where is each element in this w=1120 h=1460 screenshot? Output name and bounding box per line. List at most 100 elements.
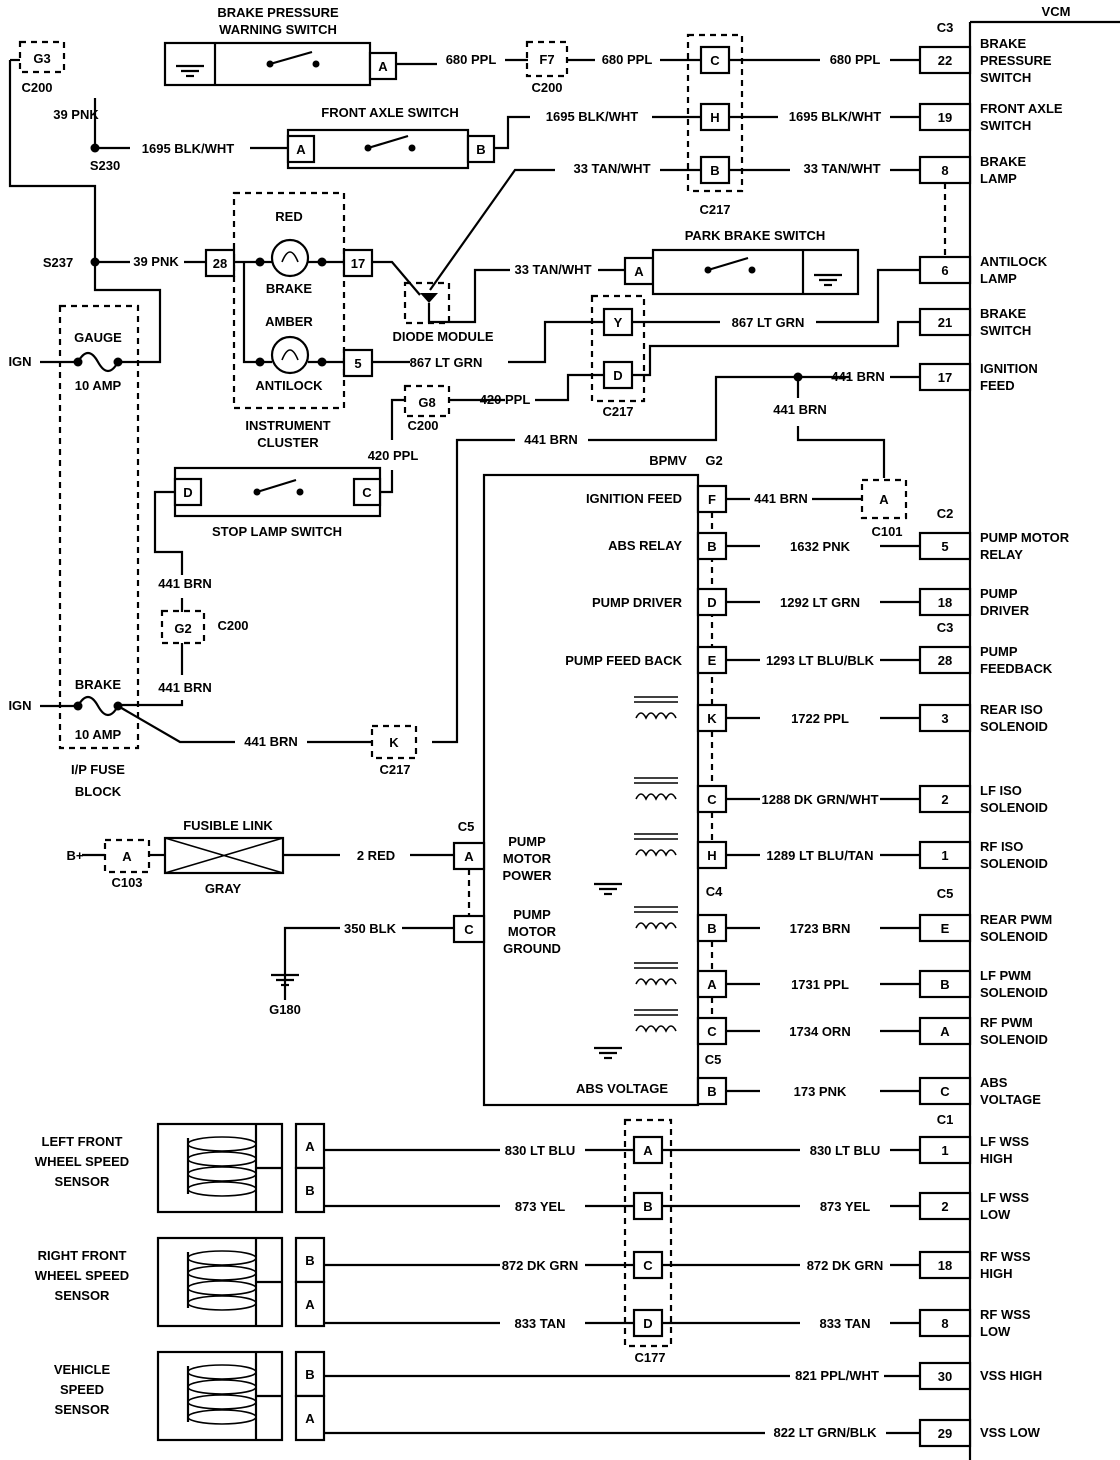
pin-label: B: [707, 539, 716, 554]
vcm-pin-label: 17: [938, 370, 952, 385]
battery-label: B+: [67, 848, 84, 863]
wire: [632, 320, 920, 377]
wire-label: 830 LT BLU: [810, 1143, 881, 1158]
connector-label: C101: [871, 524, 902, 539]
pin-box: [466, 134, 496, 164]
splice-dot: [255, 357, 265, 367]
pin-label: H: [710, 110, 719, 125]
stop-lamp-switch-body: [173, 466, 382, 518]
pin-box: [632, 1250, 664, 1280]
vcm-function: PUMP MOTOR: [980, 530, 1070, 545]
pin-box: [696, 484, 728, 514]
vcm-function: REAR PWM: [980, 912, 1052, 927]
pin-label: 17: [351, 256, 365, 271]
fusible-link-title: FUSIBLE LINK: [183, 818, 273, 833]
fuse-block-title: I/P FUSE: [71, 762, 125, 777]
vcm-function: FRONT AXLE: [980, 101, 1063, 116]
wire-label: 441 BRN: [831, 369, 884, 384]
pin-label: A: [634, 264, 644, 279]
wire-label: 833 TAN: [514, 1316, 565, 1331]
vcm-pin-box: [918, 703, 972, 733]
pin-label: A: [707, 977, 717, 992]
splice-dot: [90, 257, 100, 267]
pump-motor-ground-label: MOTOR: [508, 924, 557, 939]
vcm-pin-box: [918, 45, 972, 75]
vcm-function: LAMP: [980, 171, 1017, 186]
vcm-function: SOLENOID: [980, 719, 1048, 734]
wire: [432, 438, 515, 744]
splice-dot: [317, 357, 327, 367]
wire: [380, 470, 394, 494]
splice-dot: [90, 143, 100, 153]
wire-label: 1695 BLK/WHT: [789, 109, 882, 124]
wire: [508, 320, 604, 364]
wire: [494, 115, 530, 150]
pin-box: [696, 587, 728, 617]
pin-label: B: [305, 1253, 314, 1268]
instrument-cluster-title: CLUSTER: [257, 435, 319, 450]
wire-label: 1632 PNK: [790, 539, 851, 554]
splice-label: S237: [43, 255, 73, 270]
pin-box: [696, 703, 728, 733]
wire: [118, 700, 184, 707]
vcm-function: LF PWM: [980, 968, 1031, 983]
wire-label: 867 LT GRN: [410, 355, 483, 370]
wire-label: 873 YEL: [820, 1199, 870, 1214]
wire-label: 872 DK GRN: [807, 1258, 884, 1273]
connector-label: C3: [937, 620, 954, 635]
vcm-pin-box: [918, 587, 972, 617]
wire-label: 173 PNK: [794, 1084, 847, 1099]
sensor-title: RIGHT FRONT: [38, 1248, 127, 1263]
wire: [429, 168, 555, 291]
solenoid-coil-icon: [635, 712, 677, 720]
vcm-function: SOLENOID: [980, 800, 1048, 815]
connector-label: C200: [531, 80, 562, 95]
connector-outline: [160, 609, 206, 645]
vcm-function: FEED: [980, 378, 1015, 393]
pin-label: F7: [539, 52, 554, 67]
pin-box: [294, 1280, 326, 1328]
splice-dot: [255, 257, 265, 267]
vcm-function: SWITCH: [980, 323, 1031, 338]
pin-box: [294, 1350, 326, 1398]
sensor-title: SENSOR: [55, 1402, 111, 1417]
wire-label: 420 PPL: [480, 392, 531, 407]
wire: [427, 268, 510, 324]
pin-label: A: [122, 849, 132, 864]
vcm-pin-label: 8: [941, 163, 948, 178]
vcm-function: LF WSS: [980, 1190, 1029, 1205]
red-lamp-label: RED: [275, 209, 302, 224]
wire-label: 872 DK GRN: [502, 1258, 579, 1273]
vcm-function: PUMP: [980, 644, 1018, 659]
antilock-lamp-icon: [270, 335, 310, 375]
pin-label: K: [707, 711, 717, 726]
pin-label: G8: [418, 395, 435, 410]
wire-label: 680 PPL: [446, 52, 497, 67]
pump-motor-power-label: PUMP: [508, 834, 546, 849]
pin-label: D: [183, 485, 192, 500]
connector-outline: [370, 724, 418, 760]
vcm-pin-label: 2: [941, 792, 948, 807]
wire-label: 441 BRN: [773, 402, 826, 417]
fusible-link-icon: [164, 837, 284, 874]
stop-lamp-switch-title: STOP LAMP SWITCH: [212, 524, 342, 539]
vcm-pin-box: [918, 1418, 972, 1448]
vcm-pin-box: [918, 1250, 972, 1280]
pin-label: A: [378, 59, 388, 74]
brake-fuse-label: BRAKE: [75, 677, 122, 692]
pin-box: [602, 360, 634, 390]
front-axle-switch-title: FRONT AXLE SWITCH: [321, 105, 458, 120]
pin-box: [699, 102, 731, 132]
pin-box: [294, 1166, 326, 1214]
pin-label: C: [362, 485, 372, 500]
wire-label: 441 BRN: [244, 734, 297, 749]
vcm-pin-label: 21: [938, 315, 952, 330]
pin-box: [696, 645, 728, 675]
connector-label: C200: [217, 618, 248, 633]
vcm-pin-box: [918, 1308, 972, 1338]
vcm-function: SOLENOID: [980, 1032, 1048, 1047]
wire-label: 867 LT GRN: [732, 315, 805, 330]
pin-label: B: [707, 921, 716, 936]
wire-label: 1288 DK GRN/WHT: [761, 792, 878, 807]
